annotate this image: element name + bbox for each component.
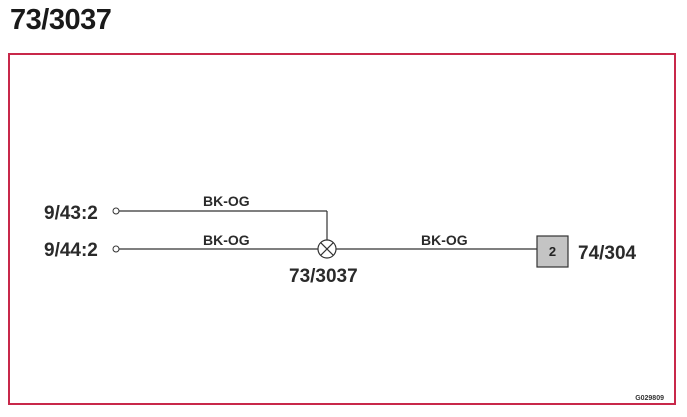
- terminal-circle-icon: [112, 245, 120, 253]
- terminal-label-bottom: 9/44:2: [44, 240, 98, 261]
- splice-label: 73/3037: [289, 266, 358, 287]
- diagram-frame: [8, 53, 676, 405]
- connector-pin-number: 2: [549, 244, 556, 259]
- terminal-circle-icon: [112, 207, 120, 215]
- terminal-label-top: 9/43:2: [44, 203, 98, 224]
- wire-label: BK-OG: [203, 232, 250, 248]
- reference-code: G029809: [635, 395, 664, 402]
- connector-box: [536, 235, 569, 268]
- wire-label: BK-OG: [421, 232, 468, 248]
- page-title: 73/3037: [10, 4, 112, 36]
- connector-label: 74/304: [578, 243, 637, 264]
- splice-cross-circle-icon: [317, 239, 337, 259]
- wire-label: BK-OG: [203, 193, 250, 209]
